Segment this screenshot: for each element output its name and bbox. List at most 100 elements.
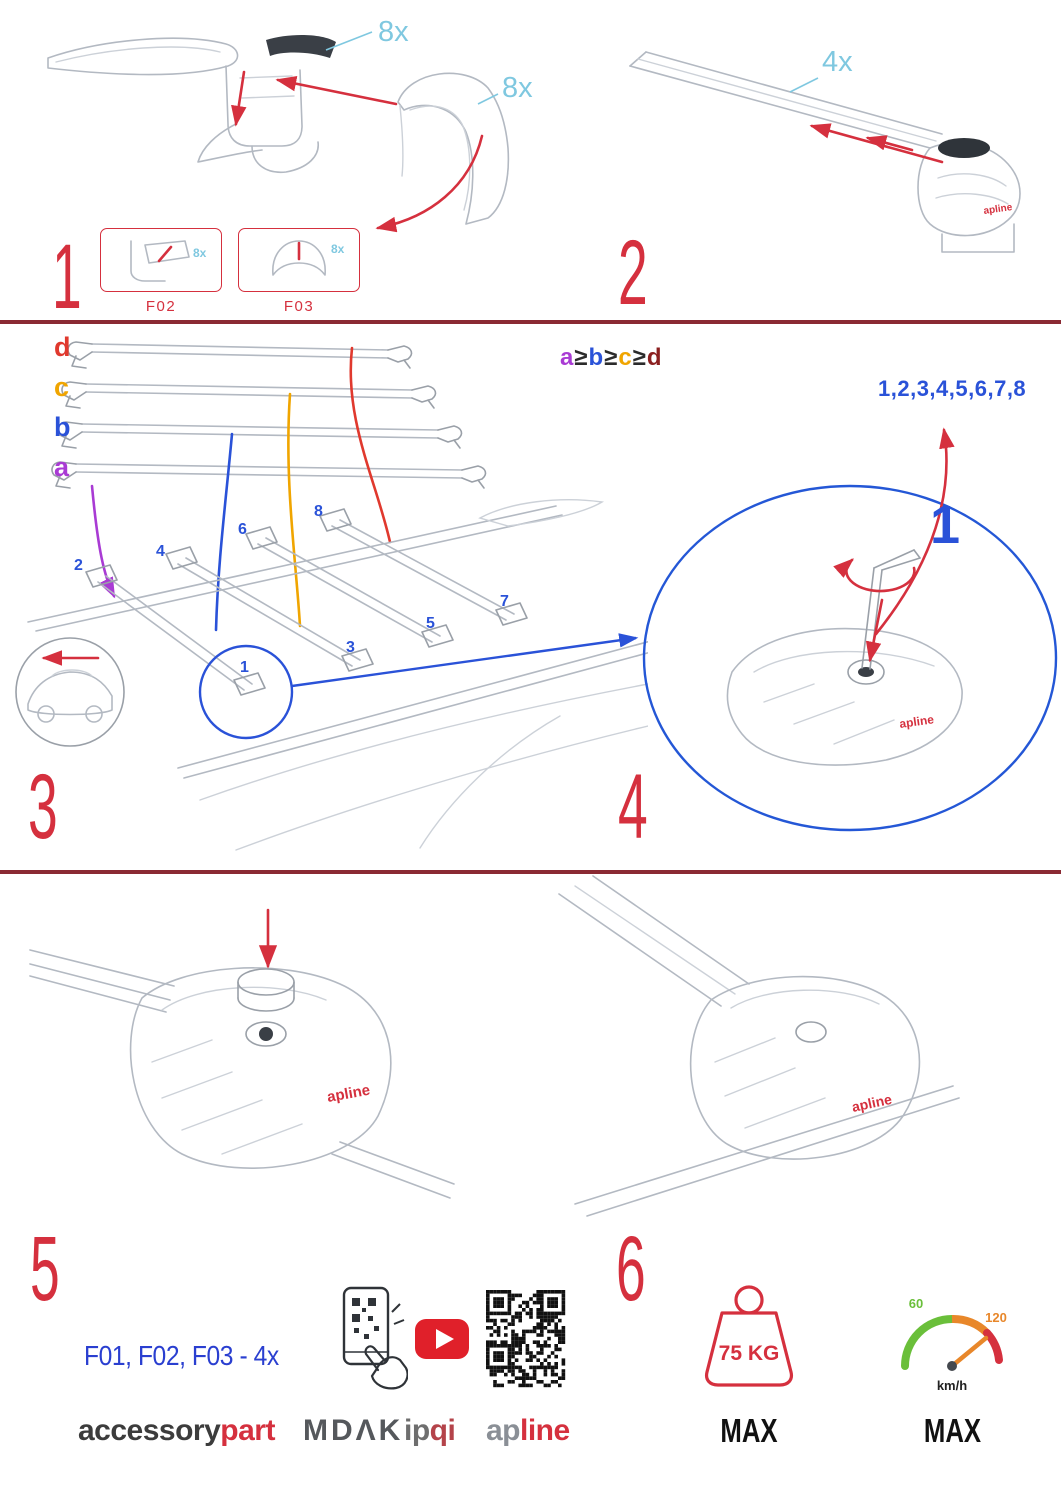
step2-crossbar-drawing: apline (629, 51, 1021, 253)
turn-arrows (833, 427, 955, 663)
speed-high: 120 (985, 1310, 1007, 1325)
formula-c: c (618, 344, 633, 371)
step5-knob-press-drawing: apline (29, 908, 455, 1199)
speed-unit: km/h (937, 1378, 967, 1393)
speed-max-wrap: MAX (890, 1412, 1015, 1450)
crossbar-end-sketch (47, 34, 336, 173)
first-position-callout: 1 (930, 495, 961, 555)
bar-label-b: b (54, 412, 71, 442)
step3-roof-layout-drawing: 2 4 6 8 1 3 5 7 (15, 341, 648, 851)
f03-qty: 8x (331, 242, 345, 256)
brand-apline-part1: ap (486, 1414, 521, 1447)
parts-quantity-note: F01, F02, F03 - 4x (84, 1340, 279, 1371)
part-box-f02: 8x (100, 228, 222, 292)
bar-label-c: c (54, 372, 70, 402)
qr-code-icon (486, 1290, 566, 1388)
weight-max-label: MAX (720, 1412, 778, 1449)
brand-apline-part2: line (520, 1414, 570, 1447)
rail-lines (574, 1085, 960, 1217)
a-pillar-line (419, 715, 561, 849)
clamp-detail-sketch: apline (726, 627, 963, 766)
mounted-bar-a (85, 564, 266, 696)
part-box-f03: 8x (238, 228, 360, 292)
brand-accessory-part1: accessory (78, 1414, 221, 1447)
curve-a-purple (90, 484, 116, 599)
formula-ge3: ≥ (632, 344, 647, 371)
apline-mark: apline (898, 712, 935, 731)
weight-max-icon: 75 KG (704, 1285, 794, 1387)
curve-d-red (349, 346, 392, 544)
pos-1: 1 (240, 659, 249, 676)
f02-label: F02 (145, 298, 177, 315)
brand-mdak: MDΛK (303, 1414, 404, 1447)
car-roof-sketch (27, 499, 648, 851)
insert-arrows (789, 77, 944, 164)
brand-accessorypart: accessorypart (78, 1416, 275, 1446)
plastic-cap (266, 34, 336, 58)
mounted-bar-c (245, 526, 454, 648)
step3-number: 3 (28, 756, 58, 858)
apline-mark: apline (326, 1082, 372, 1106)
windshield-edge (199, 683, 648, 801)
car-direction-inset (15, 637, 125, 747)
crossbar-sketch (629, 51, 943, 149)
formula-ge1: ≥ (574, 344, 589, 371)
youtube-play-icon (415, 1319, 469, 1359)
clamp-opening (938, 138, 990, 158)
length-formula: a≥b≥c≥d (560, 344, 663, 372)
brand-apline: apline (486, 1416, 570, 1446)
loose-crossbars-sketch (51, 341, 487, 489)
clamp-body-sketch: apline (129, 967, 392, 1169)
detail-circle (642, 484, 1058, 832)
brand-ipqi-part2: qi (429, 1414, 456, 1447)
curve-b-blue (214, 432, 234, 632)
f02-part-sketch: 8x (130, 240, 207, 282)
bar-c (61, 381, 437, 409)
f03-label: F03 (283, 298, 315, 315)
step6-mounted-clamp-drawing: apline (558, 875, 960, 1217)
end-clamp-sketch: apline (917, 138, 1021, 253)
step1-number: 1 (52, 226, 82, 328)
hood-edge (235, 725, 648, 851)
brand-ipqi-part1: ip (404, 1414, 430, 1447)
f02-qty: 8x (193, 246, 207, 260)
qty-cover-label: 8x (502, 72, 533, 104)
section-divider-bottom (0, 870, 1061, 874)
bar-label-d: d (54, 332, 71, 362)
brand-ipqi: ipqi (404, 1414, 456, 1447)
qty-cap-label: 8x (378, 16, 409, 48)
pos-8: 8 (314, 503, 323, 520)
cover-part-sketch (397, 72, 510, 225)
speedometer-needle (949, 1335, 989, 1369)
speed-low: 60 (909, 1296, 923, 1311)
brand-accessory-part2: part (220, 1414, 275, 1447)
tightening-sequence: 1,2,3,4,5,6,7,8 (878, 376, 1027, 401)
assembly-arrows (231, 31, 499, 233)
step5-number: 5 (30, 1218, 60, 1320)
pos-2: 2 (74, 557, 83, 574)
pos-5: 5 (426, 615, 435, 632)
f03-part-sketch: 8x (272, 240, 345, 276)
rail-lines (29, 949, 455, 1199)
formula-d: d (646, 344, 663, 371)
formula-b: b (588, 344, 605, 371)
formula-a: a (560, 344, 575, 371)
phone-qr-scan-icon (342, 1286, 408, 1390)
position1-highlight-circle (198, 644, 294, 740)
pos-3: 3 (346, 639, 355, 656)
speedometer-icon: 60 120 km/h (901, 1296, 1007, 1393)
position-numbers: 2 4 6 8 1 3 5 7 (74, 503, 509, 676)
qty-bar-label: 4x (822, 46, 853, 78)
roof-detail (478, 499, 605, 527)
step6-number: 6 (616, 1218, 646, 1320)
sequence-arrow (874, 427, 955, 636)
formula-ge2: ≥ (604, 344, 619, 371)
pos-4: 4 (156, 543, 165, 560)
apline-mark: apline (983, 202, 1014, 217)
step4-tightening-detail-drawing: apline (642, 427, 1058, 832)
routing-curves (90, 346, 392, 632)
mounted-bar-b (165, 546, 374, 672)
speed-max-label: MAX (923, 1412, 982, 1449)
crossbar-lines (558, 875, 750, 1007)
